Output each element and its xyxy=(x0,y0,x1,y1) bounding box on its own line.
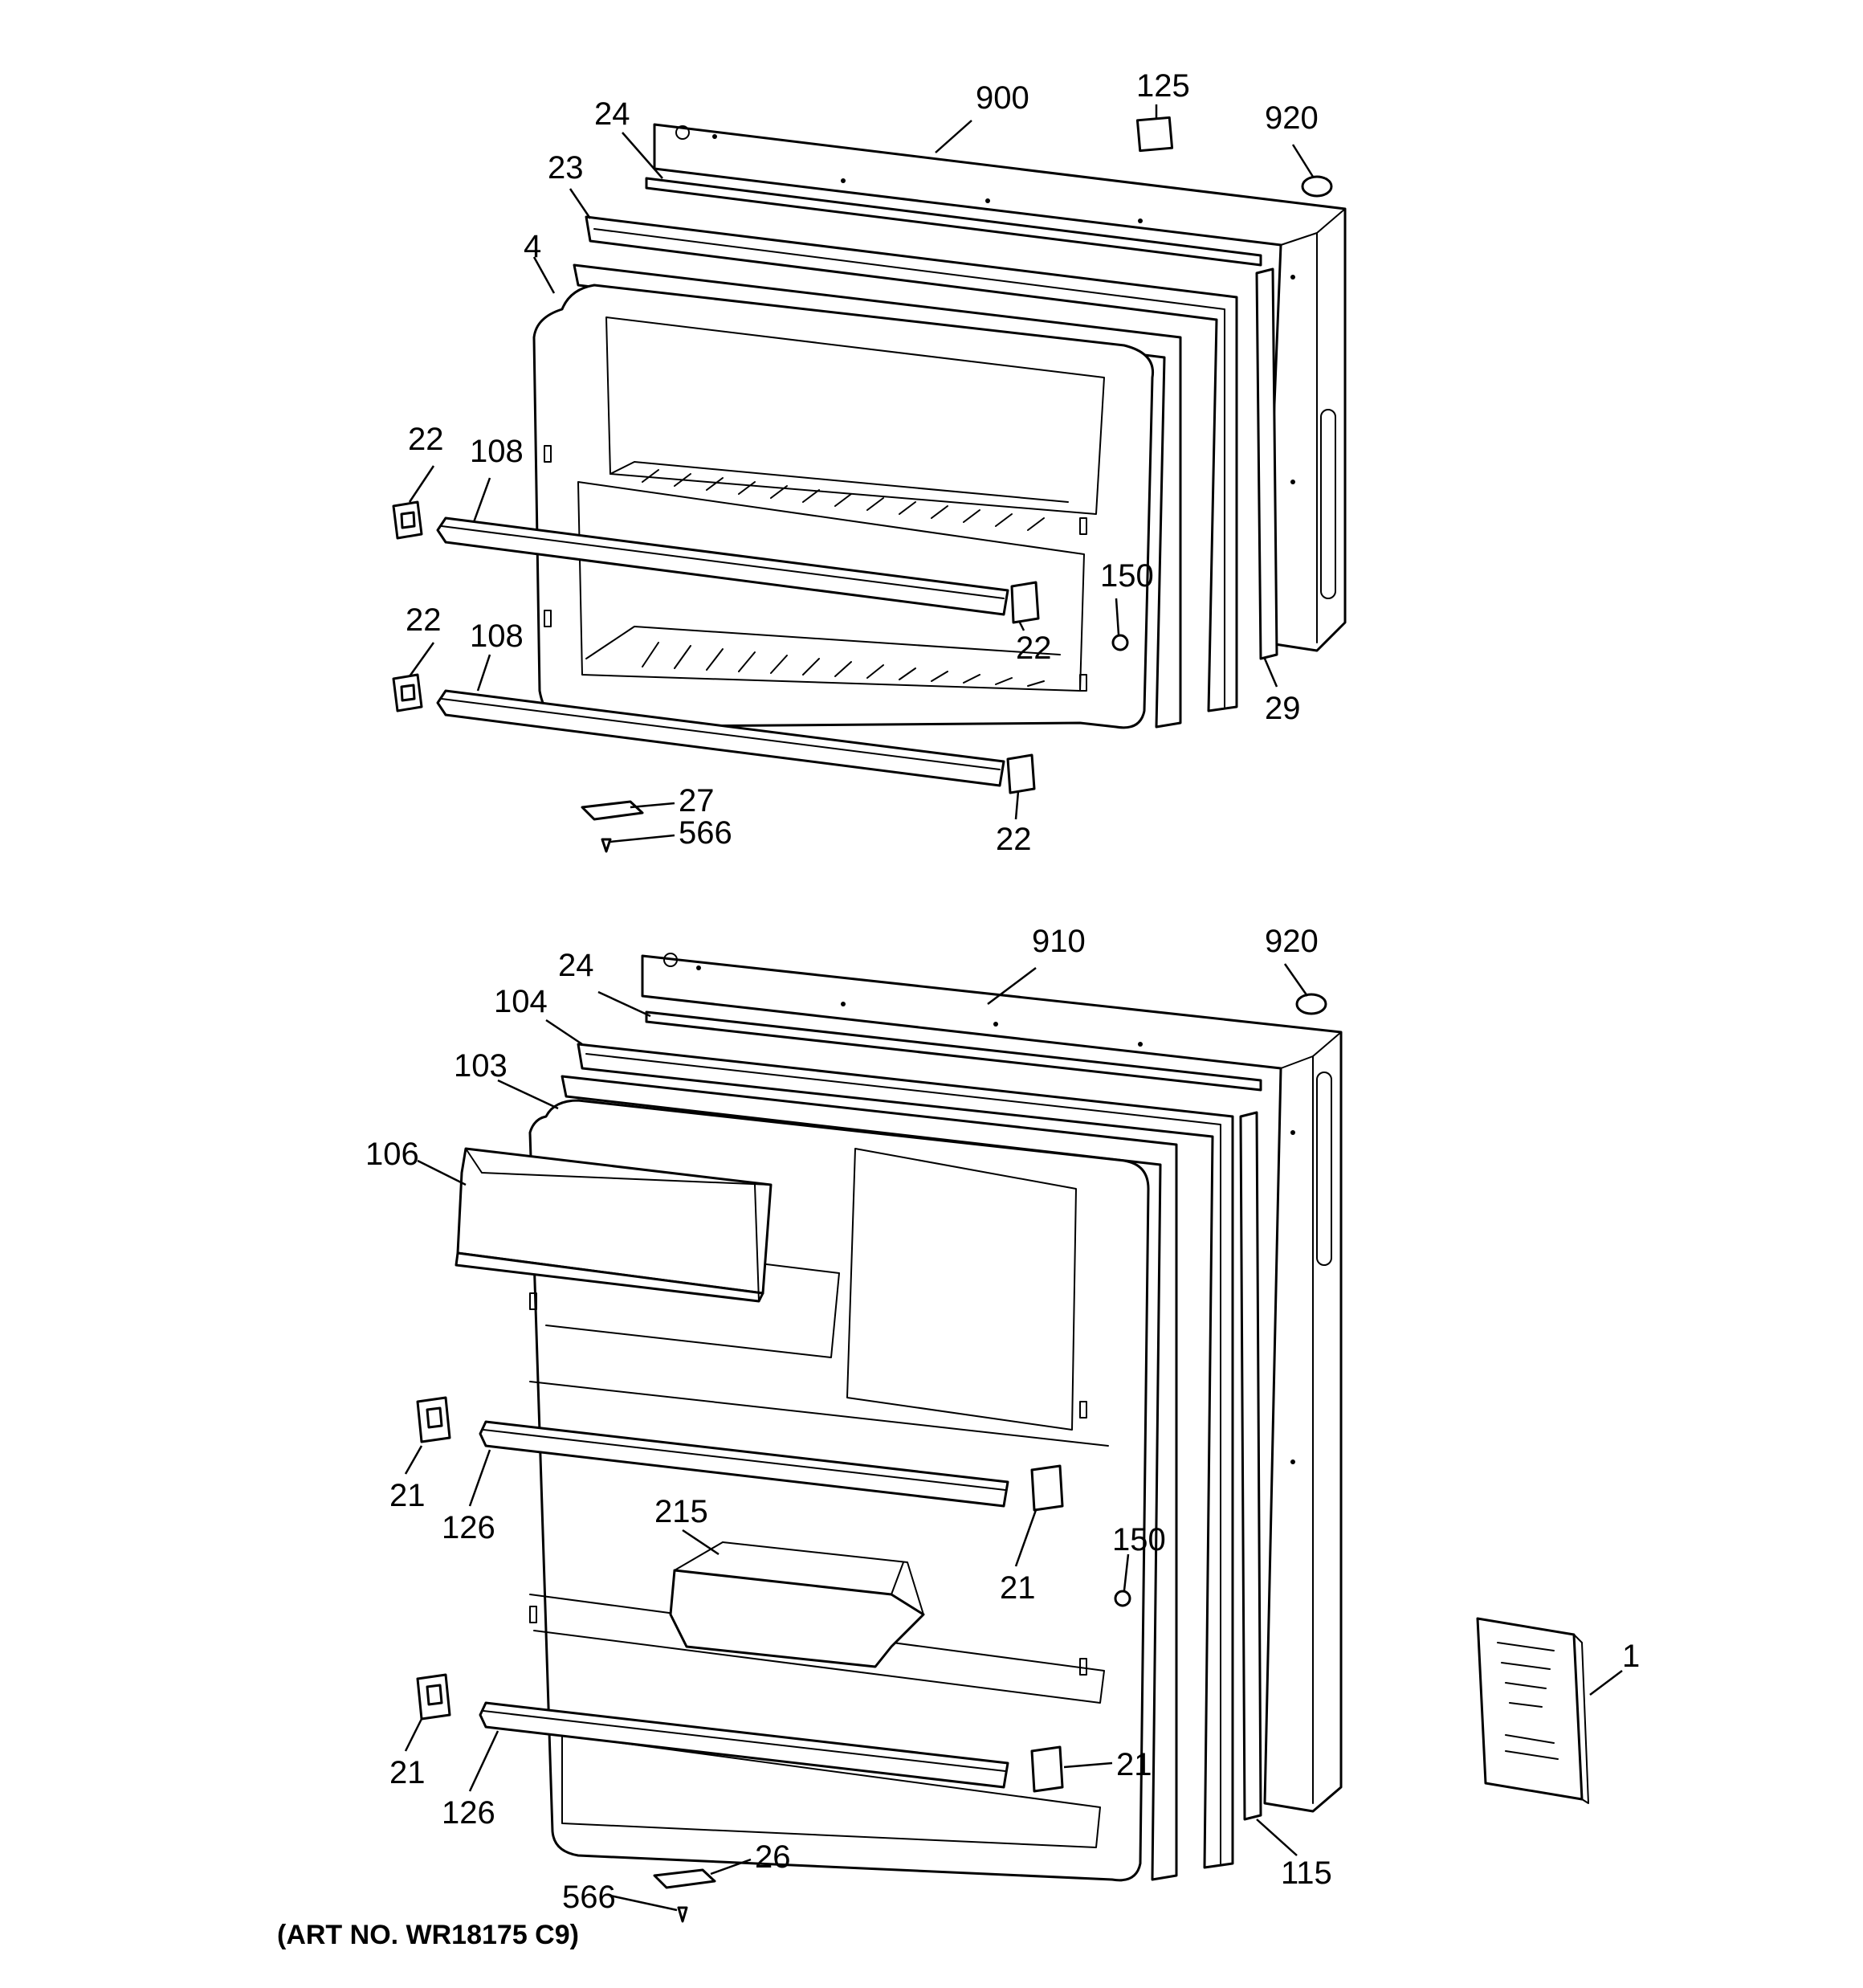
callout-4: 4 xyxy=(524,229,541,264)
plug-920-bottom-shape xyxy=(1295,993,1327,1015)
bin-215-shape xyxy=(669,1541,925,1668)
gasket-23-shape xyxy=(585,215,1238,712)
clip-22-c-shape xyxy=(1010,581,1040,624)
callout-900: 900 xyxy=(976,80,1029,116)
fresh-food-door-assembly xyxy=(416,953,1589,1923)
callout-29: 29 xyxy=(1265,691,1301,726)
callout-920-top: 920 xyxy=(1265,100,1319,136)
callout-1: 1 xyxy=(1622,1639,1640,1674)
owners-manual-1-shape xyxy=(1476,1617,1589,1804)
callout-106: 106 xyxy=(365,1137,419,1172)
callout-21-d: 21 xyxy=(1116,1747,1152,1782)
shelf-bar-126-upper xyxy=(479,1420,1009,1508)
callout-23: 23 xyxy=(548,150,584,186)
clip-21-d-shape xyxy=(1030,1745,1064,1793)
freezer-door-liner xyxy=(532,284,1155,729)
strip-29-shape xyxy=(1255,267,1278,660)
callout-108-a: 108 xyxy=(470,434,524,469)
clip-22-b-shape xyxy=(392,673,423,712)
callout-566-bottom: 566 xyxy=(562,1880,616,1915)
screw-566-bottom-shape xyxy=(677,1906,688,1923)
breaker-strip-24-bottom xyxy=(645,1010,1262,1092)
bin-106-shape xyxy=(455,1147,773,1303)
callout-104: 104 xyxy=(494,984,548,1019)
callout-920-bottom: 920 xyxy=(1265,924,1319,959)
callout-22-a: 22 xyxy=(408,422,444,457)
callout-215: 215 xyxy=(654,1494,708,1529)
callout-22-d: 22 xyxy=(996,822,1032,857)
callout-22-c: 22 xyxy=(1016,631,1052,666)
cap-125-shape xyxy=(1135,116,1174,153)
callout-24-top: 24 xyxy=(594,96,630,132)
fresh-food-door-liner xyxy=(528,1099,1150,1882)
art-number: (ART NO. WR18175 C9) xyxy=(277,1920,579,1950)
callout-26: 26 xyxy=(755,1839,791,1875)
shelf-bar-108-lower xyxy=(436,689,1005,787)
liner-frame-103-shape xyxy=(561,1075,1178,1881)
clip-21-c-shape xyxy=(416,1673,451,1721)
liner-frame-4-shape xyxy=(573,263,1182,729)
gasket-104-shape xyxy=(577,1043,1234,1869)
screw-150-top-shape xyxy=(1111,634,1129,651)
callout-150-top: 150 xyxy=(1100,558,1154,594)
callout-103: 103 xyxy=(454,1048,508,1084)
callout-22-b: 22 xyxy=(406,602,442,638)
callout-21-c: 21 xyxy=(389,1755,426,1790)
callout-labels: 900 125 920 24 23 4 22 108 22 108 150 22… xyxy=(277,68,1640,1950)
strip-115-shape xyxy=(1239,1111,1262,1821)
callout-108-b: 108 xyxy=(470,618,524,654)
plug-920-top-shape xyxy=(1301,175,1333,198)
callout-115: 115 xyxy=(1281,1855,1332,1891)
callout-24-bottom: 24 xyxy=(558,948,594,983)
clip-22-a-shape xyxy=(392,500,423,540)
shelf-bar-108-upper xyxy=(436,516,1009,616)
screw-150-bottom-shape xyxy=(1114,1590,1131,1607)
clip-21-b-shape xyxy=(1030,1464,1064,1512)
hinge-plate-27-shape xyxy=(581,800,644,821)
hinge-plate-26-shape xyxy=(653,1868,716,1889)
screw-566-top-shape xyxy=(601,838,612,853)
callout-21-a: 21 xyxy=(389,1478,426,1513)
callout-150-bottom: 150 xyxy=(1112,1522,1166,1557)
shelf-bar-126-lower xyxy=(479,1701,1009,1789)
callout-21-b: 21 xyxy=(1000,1570,1036,1606)
freezer-door-assembly xyxy=(392,116,1347,853)
fresh-food-outer-door-panel xyxy=(641,953,1343,1813)
clip-22-d-shape xyxy=(1006,753,1036,794)
callout-126-b: 126 xyxy=(442,1795,495,1831)
callout-910: 910 xyxy=(1032,924,1086,959)
callout-125: 125 xyxy=(1136,68,1190,104)
clip-21-a-shape xyxy=(416,1396,451,1443)
callout-27: 27 xyxy=(679,783,715,818)
callout-126-a: 126 xyxy=(442,1510,495,1545)
leader-lines xyxy=(404,104,1623,1912)
breaker-strip-24-top xyxy=(645,177,1262,267)
callout-566-top: 566 xyxy=(679,815,732,851)
